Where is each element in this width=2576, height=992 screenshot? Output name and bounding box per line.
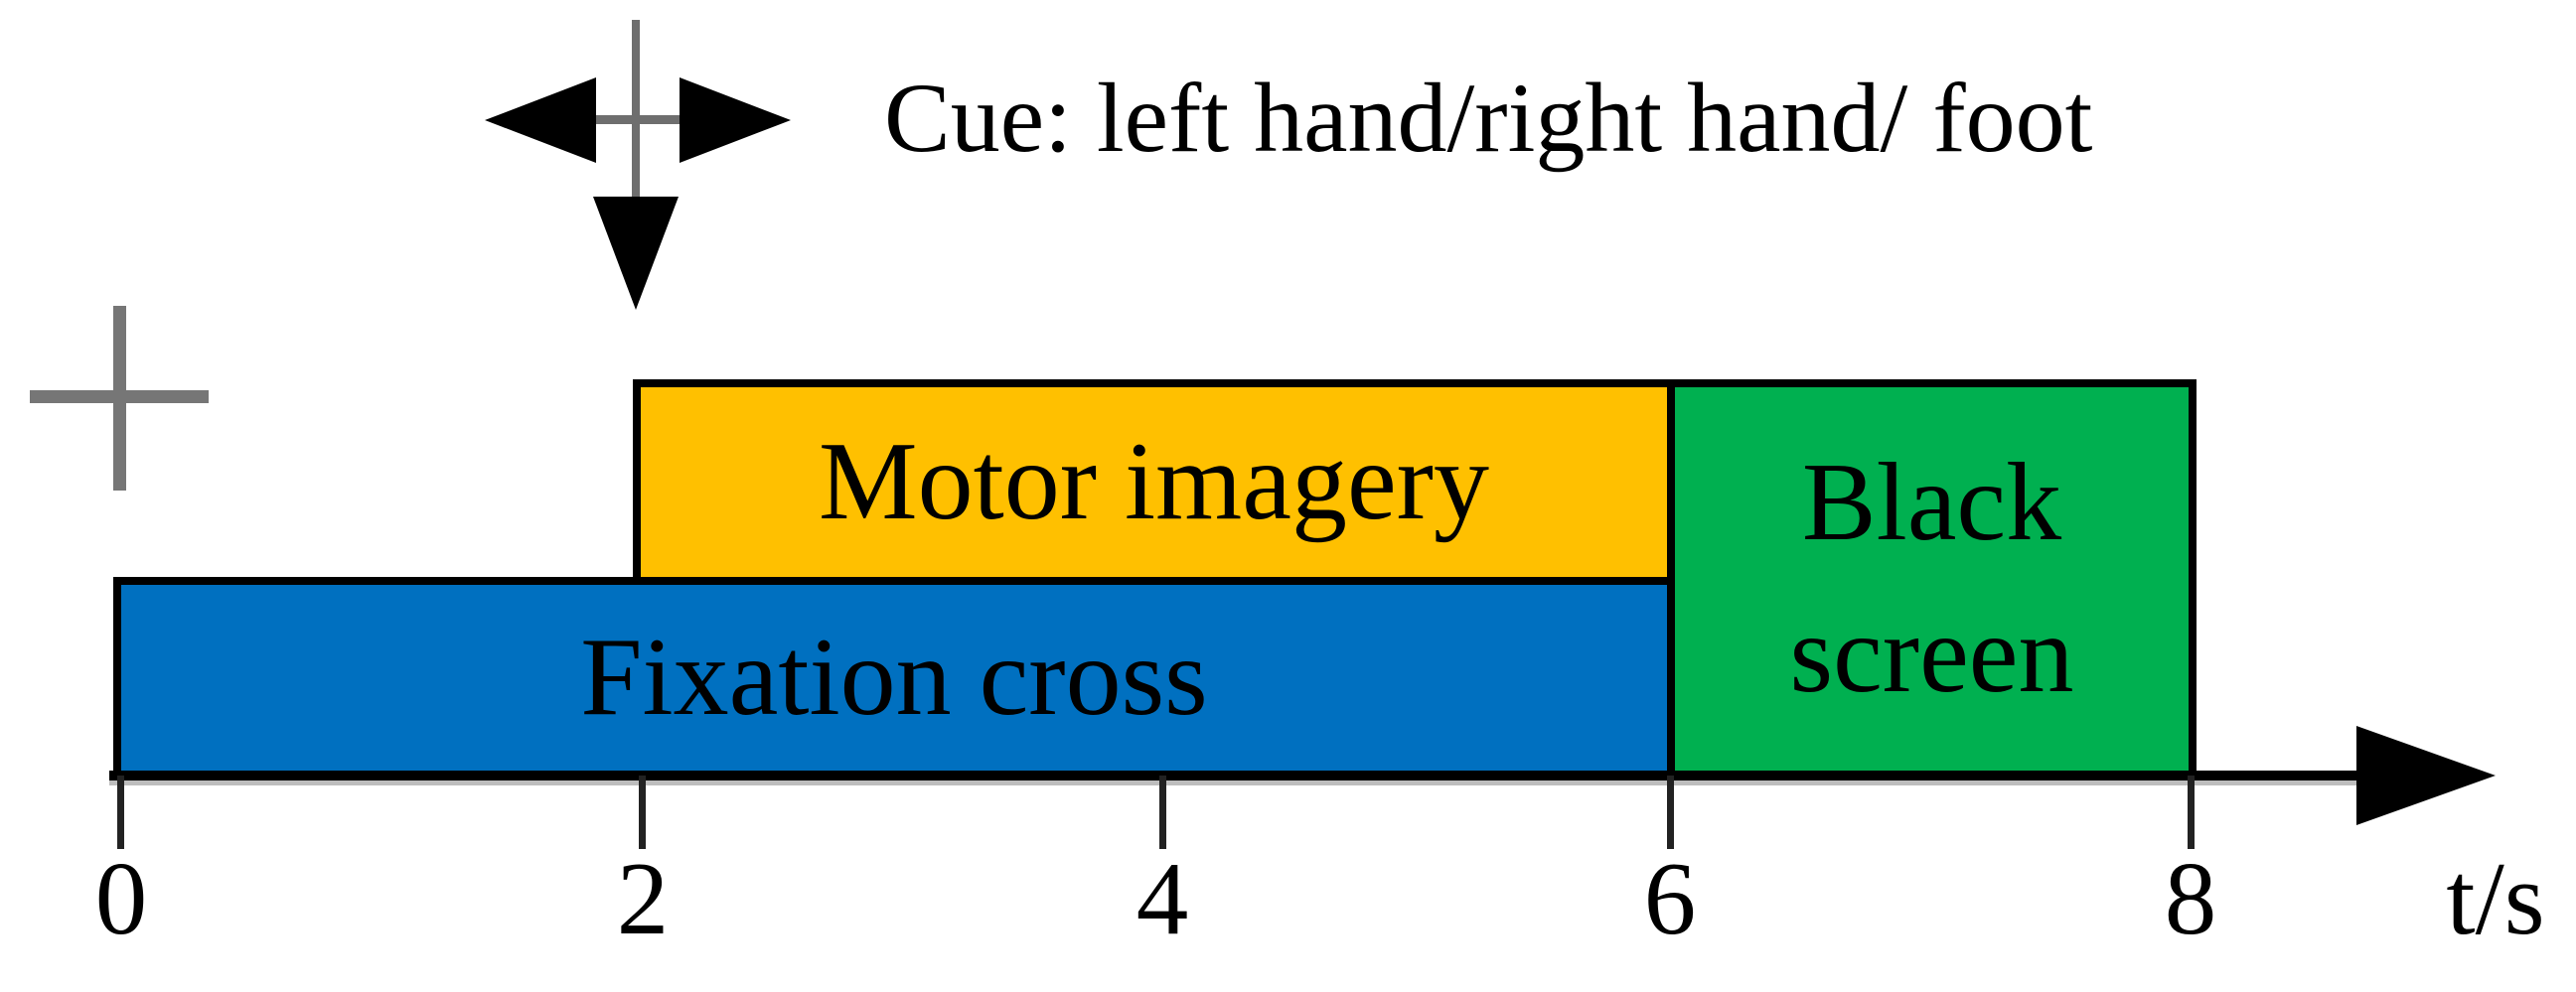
tick-mark-0	[117, 776, 124, 849]
tick-label-6: 6	[1643, 840, 1697, 956]
bar-black-screen: Black screen	[1667, 379, 2197, 779]
axis-unit-label: t/s	[2446, 840, 2545, 956]
cue-left-arrow-icon	[485, 77, 596, 163]
bar-fixation-cross-label: Fixation cross	[580, 615, 1208, 739]
tick-label-0: 0	[94, 840, 148, 956]
bar-black-screen-label-line2: screen	[1789, 593, 2074, 716]
cue-annotation-text: Cue: left hand/right hand/ foot	[884, 63, 2093, 173]
tick-mark-2	[639, 776, 646, 849]
tick-label-2: 2	[616, 840, 670, 956]
bar-motor-imagery-label: Motor imagery	[819, 419, 1489, 543]
tick-label-4: 4	[1136, 840, 1189, 956]
bar-black-screen-label-line1: Black	[1801, 440, 2062, 564]
cue-down-arrow-icon	[593, 197, 679, 310]
tick-mark-4	[1159, 776, 1166, 849]
axis-right-arrowhead-icon	[2356, 726, 2496, 825]
bar-fixation-cross: Fixation cross	[113, 577, 1675, 779]
tick-label-8: 8	[2164, 840, 2217, 956]
cue-right-arrow-icon	[680, 77, 791, 163]
fixation-cross-vertical-bar	[113, 306, 126, 491]
time-axis-line	[109, 771, 2364, 780]
cue-vertical-line	[632, 20, 640, 250]
cue-horizontal-line	[588, 115, 680, 124]
tick-mark-6	[1667, 776, 1674, 849]
bar-motor-imagery: Motor imagery	[633, 379, 1675, 585]
tick-mark-8	[2188, 776, 2195, 849]
